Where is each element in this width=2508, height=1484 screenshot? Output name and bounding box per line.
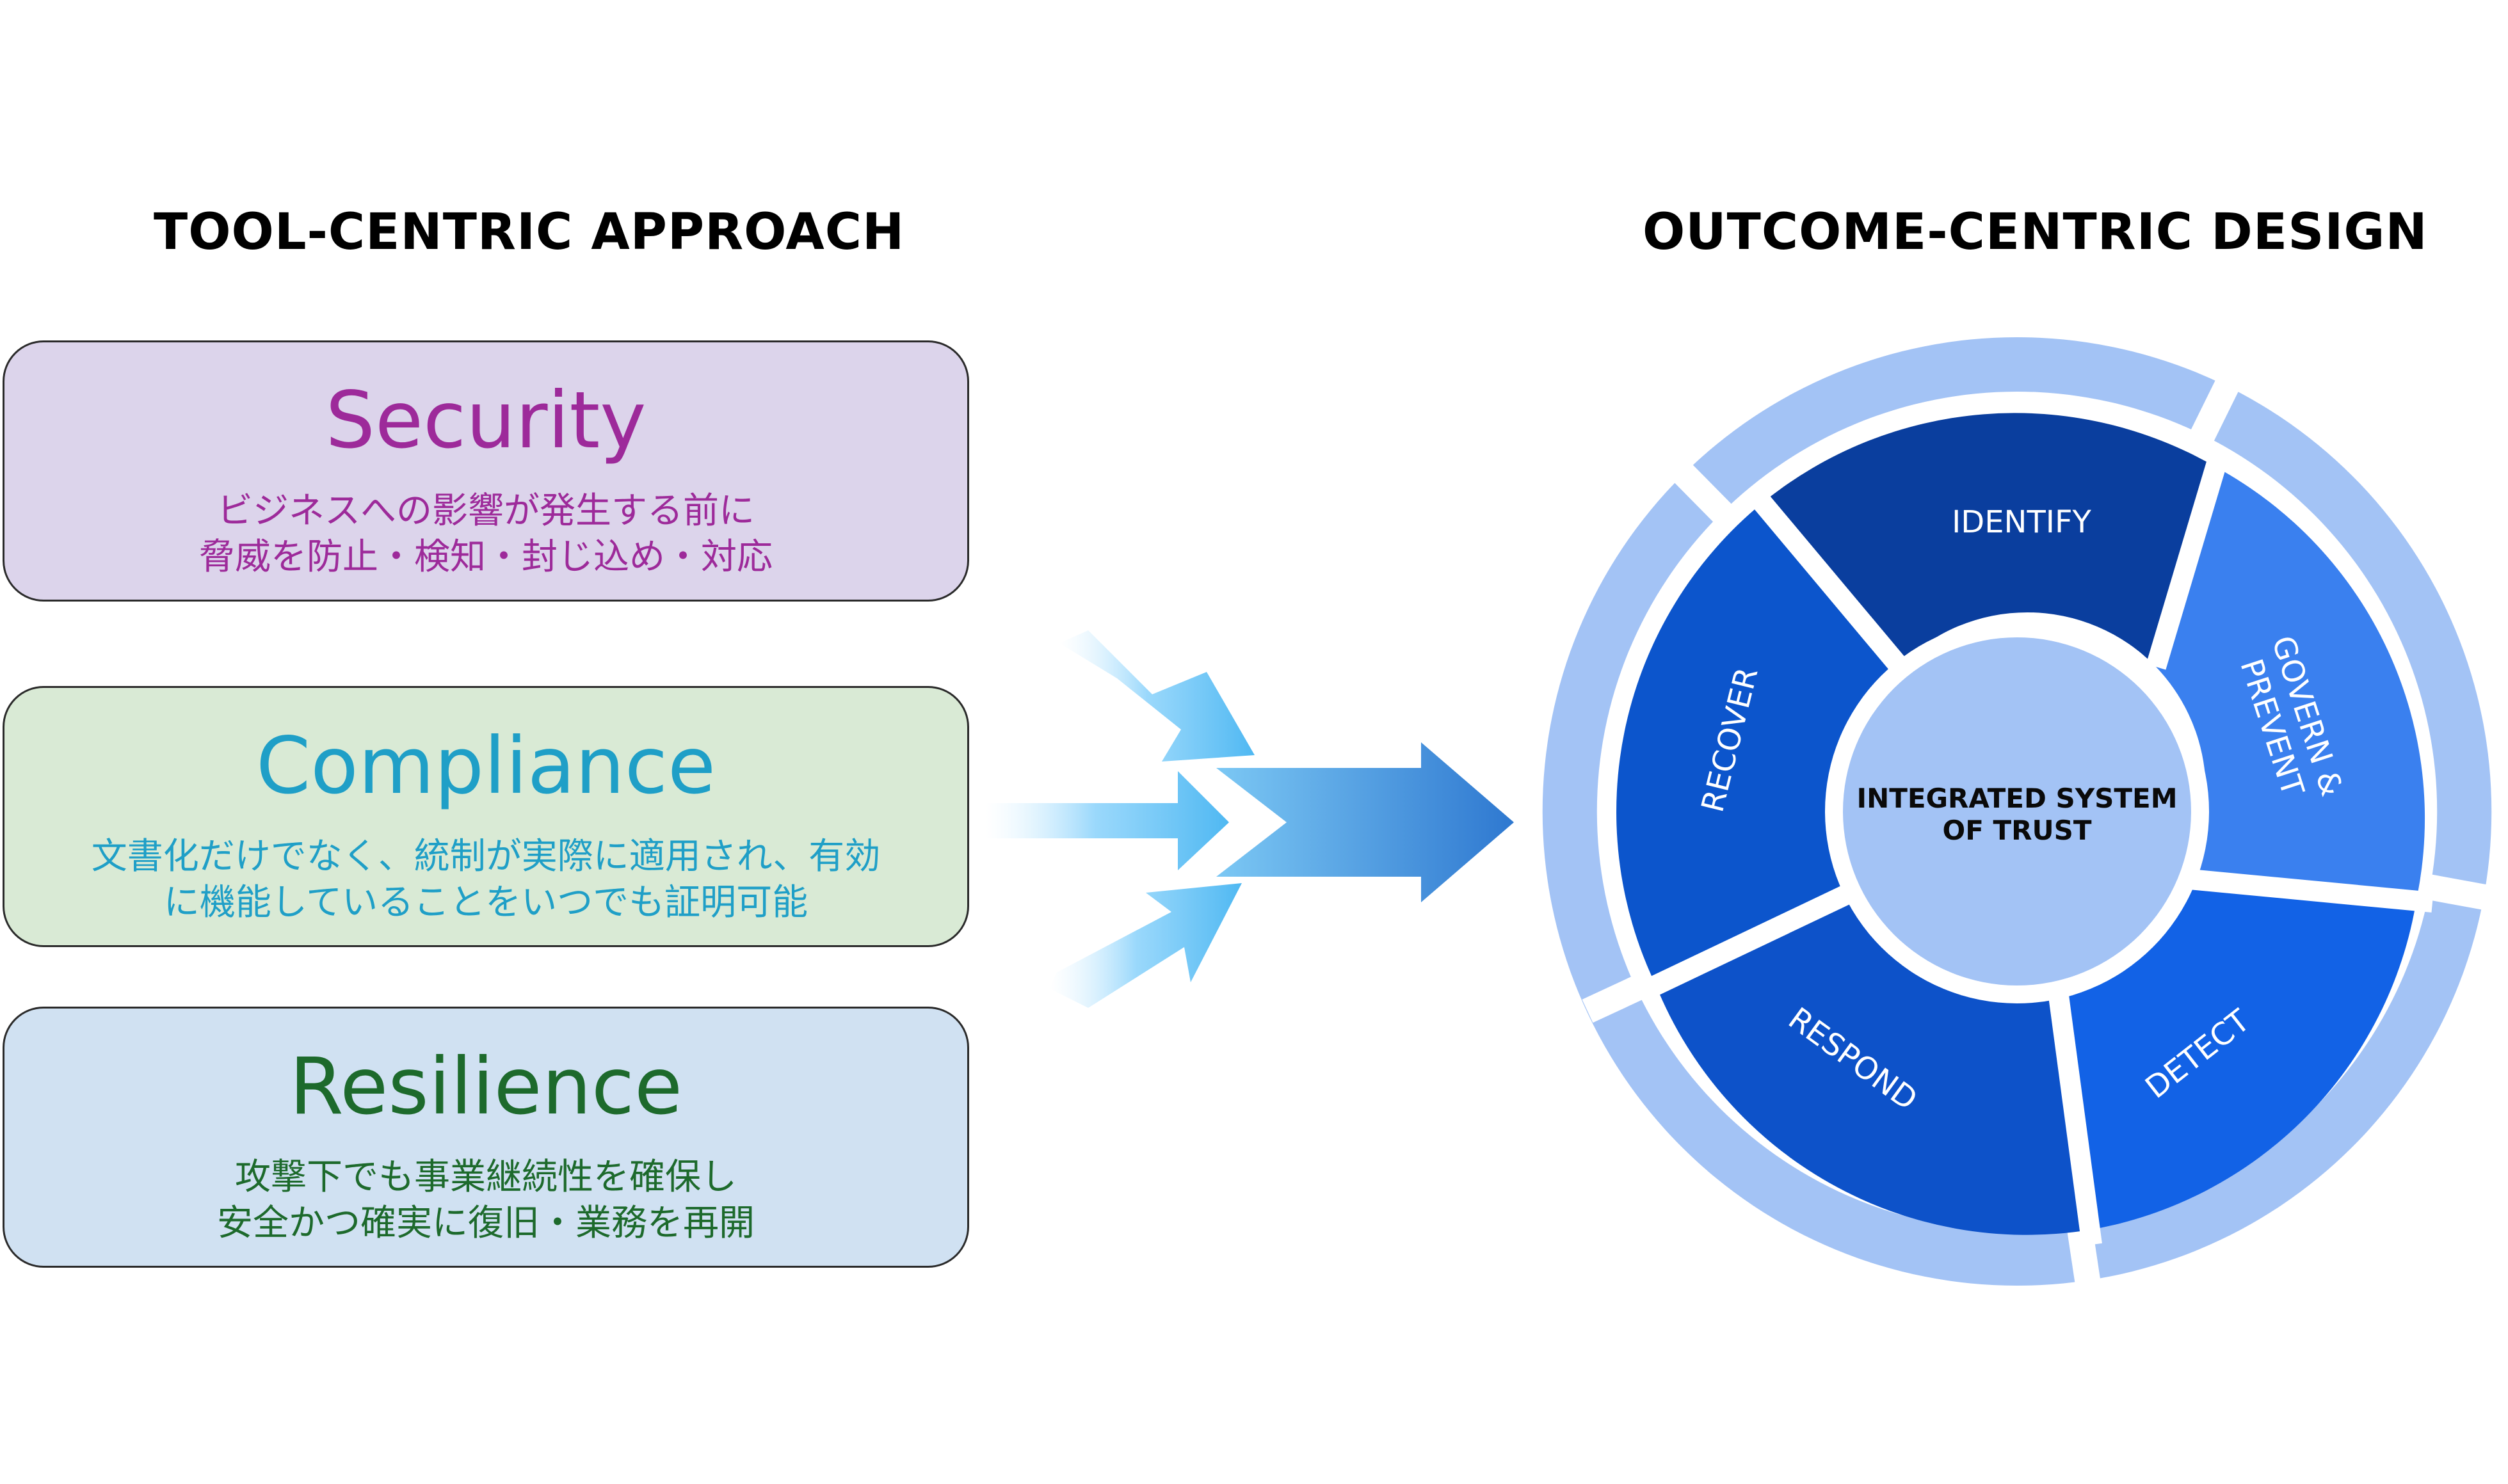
center-label-line-1: INTEGRATED SYSTEM — [1856, 783, 2177, 814]
left-heading: TOOL-CENTRIC APPROACH — [154, 203, 905, 261]
compliance-description: 文書化だけでなく、統制が実際に適用され、有効 に機能していることをいつでも証明可… — [4, 834, 967, 926]
arrow-bottom — [1050, 883, 1242, 1008]
security-line-2: 脅威を防止・検知・封じ込め・対応 — [199, 536, 773, 578]
compliance-line-2: に機能していることをいつでも証明可能 — [163, 882, 808, 923]
compliance-line-1: 文書化だけでなく、統制が実際に適用され、有効 — [91, 836, 881, 877]
arrow-main — [1216, 742, 1514, 902]
resilience-line-1: 攻撃下でも事業継続性を確保し — [235, 1156, 737, 1198]
segment-respond — [1656, 890, 2089, 1235]
right-heading: OUTCOME-CENTRIC DESIGN — [1643, 203, 2428, 261]
security-box: Security ビジネスへの影響が発生する前に 脅威を防止・検知・封じ込め・対… — [3, 340, 969, 602]
separator-4 — [2047, 984, 2102, 1247]
resilience-description: 攻撃下でも事業継続性を確保し 安全かつ確実に復旧・業務を再開 — [4, 1154, 967, 1247]
arrow-top — [1059, 630, 1255, 762]
compliance-title: Compliance — [255, 721, 716, 811]
resilience-title: Resilience — [289, 1041, 683, 1132]
wheel-center — [1843, 637, 2191, 985]
security-title: Security — [325, 375, 647, 466]
arrow-middle — [986, 771, 1229, 870]
separator-5 — [1637, 880, 1861, 1001]
security-line-1: ビジネスへの影響が発生する前に — [217, 490, 755, 532]
segment-identify — [1762, 413, 2216, 667]
segment-detect — [2057, 879, 2416, 1230]
compliance-box: Compliance 文書化だけでなく、統制が実際に適用され、有効 に機能してい… — [3, 686, 969, 947]
separator-1 — [1746, 486, 1908, 673]
segment-recover — [1616, 503, 1899, 985]
resilience-box: Resilience 攻撃下でも事業継続性を確保し 安全かつ確実に復旧・業務を再… — [3, 1007, 969, 1268]
separator-3 — [2182, 868, 2434, 913]
center-label-line-2: OF TRUST — [1942, 815, 2091, 846]
label-identify: IDENTIFY — [1952, 504, 2091, 540]
security-description: ビジネスへの影響が発生する前に 脅威を防止・検知・封じ込め・対応 — [4, 488, 967, 580]
separator-2 — [2146, 445, 2231, 670]
resilience-line-2: 安全かつ確実に復旧・業務を再開 — [217, 1202, 755, 1244]
outcome-wheel: INTEGRATED SYSTEM OF TRUST IDENTIFY GOVE… — [1542, 337, 2508, 1320]
segment-separators — [1637, 445, 2434, 1247]
converging-arrows-icon — [986, 630, 1514, 1008]
segment-govern — [2156, 467, 2425, 900]
